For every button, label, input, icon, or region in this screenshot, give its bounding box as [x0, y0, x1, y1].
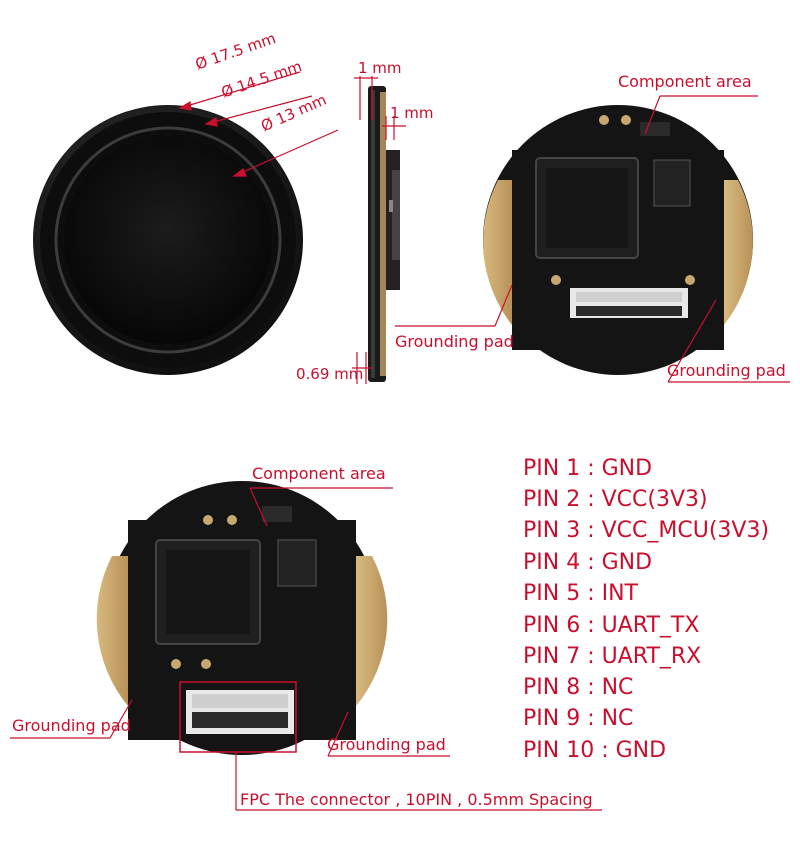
pin-item: PIN 7 : UART_RX	[523, 644, 702, 669]
sensor-front-view	[33, 105, 303, 375]
sensor-side-view	[368, 86, 400, 382]
pcb-back-view-top	[483, 105, 753, 375]
pin-item: PIN 3 : VCC_MCU(3V3)	[523, 518, 770, 543]
pin-item: PIN 8 : NC	[523, 675, 634, 700]
top-pcb-leader-lines	[395, 95, 790, 383]
pin-item: PIN 1 : GND	[523, 456, 653, 481]
side-thickness-second-label: 1 mm	[390, 104, 434, 122]
side-thickness-top-label: 1 mm	[358, 59, 402, 77]
component-area-label-bottom: Component area	[252, 464, 386, 483]
grounding-pad-label-top-right: Grounding pad	[667, 361, 786, 380]
fpc-connector-label: FPC The connector , 10PIN , 0.5mm Spacin…	[240, 790, 593, 809]
side-dimension-lines	[352, 76, 406, 384]
sensor-inner-ring	[54, 126, 282, 354]
grounding-pad-label-bottom-left: Grounding pad	[12, 716, 131, 735]
pin-item: PIN 9 : NC	[523, 706, 634, 731]
component-area-label-top: Component area	[618, 72, 752, 91]
pin-item: PIN 5 : INT	[523, 581, 638, 606]
pin-item: PIN 2 : VCC(3V3)	[523, 487, 708, 512]
pin-item: PIN 10 : GND	[523, 738, 667, 763]
pin-item: PIN 6 : UART_TX	[523, 613, 700, 638]
sensor-face	[64, 136, 272, 344]
side-thickness-bottom-label: 0.69 mm	[296, 365, 364, 383]
grounding-pad-label-bottom-right: Grounding pad	[327, 735, 446, 754]
pcb-back-view-bottom	[96, 481, 388, 755]
grounding-pad-label-top-left: Grounding pad	[395, 332, 514, 351]
bottom-pcb-leader-lines	[10, 487, 602, 811]
diameter-leader-lines	[178, 71, 339, 177]
pin-item: PIN 4 : GND	[523, 550, 653, 575]
